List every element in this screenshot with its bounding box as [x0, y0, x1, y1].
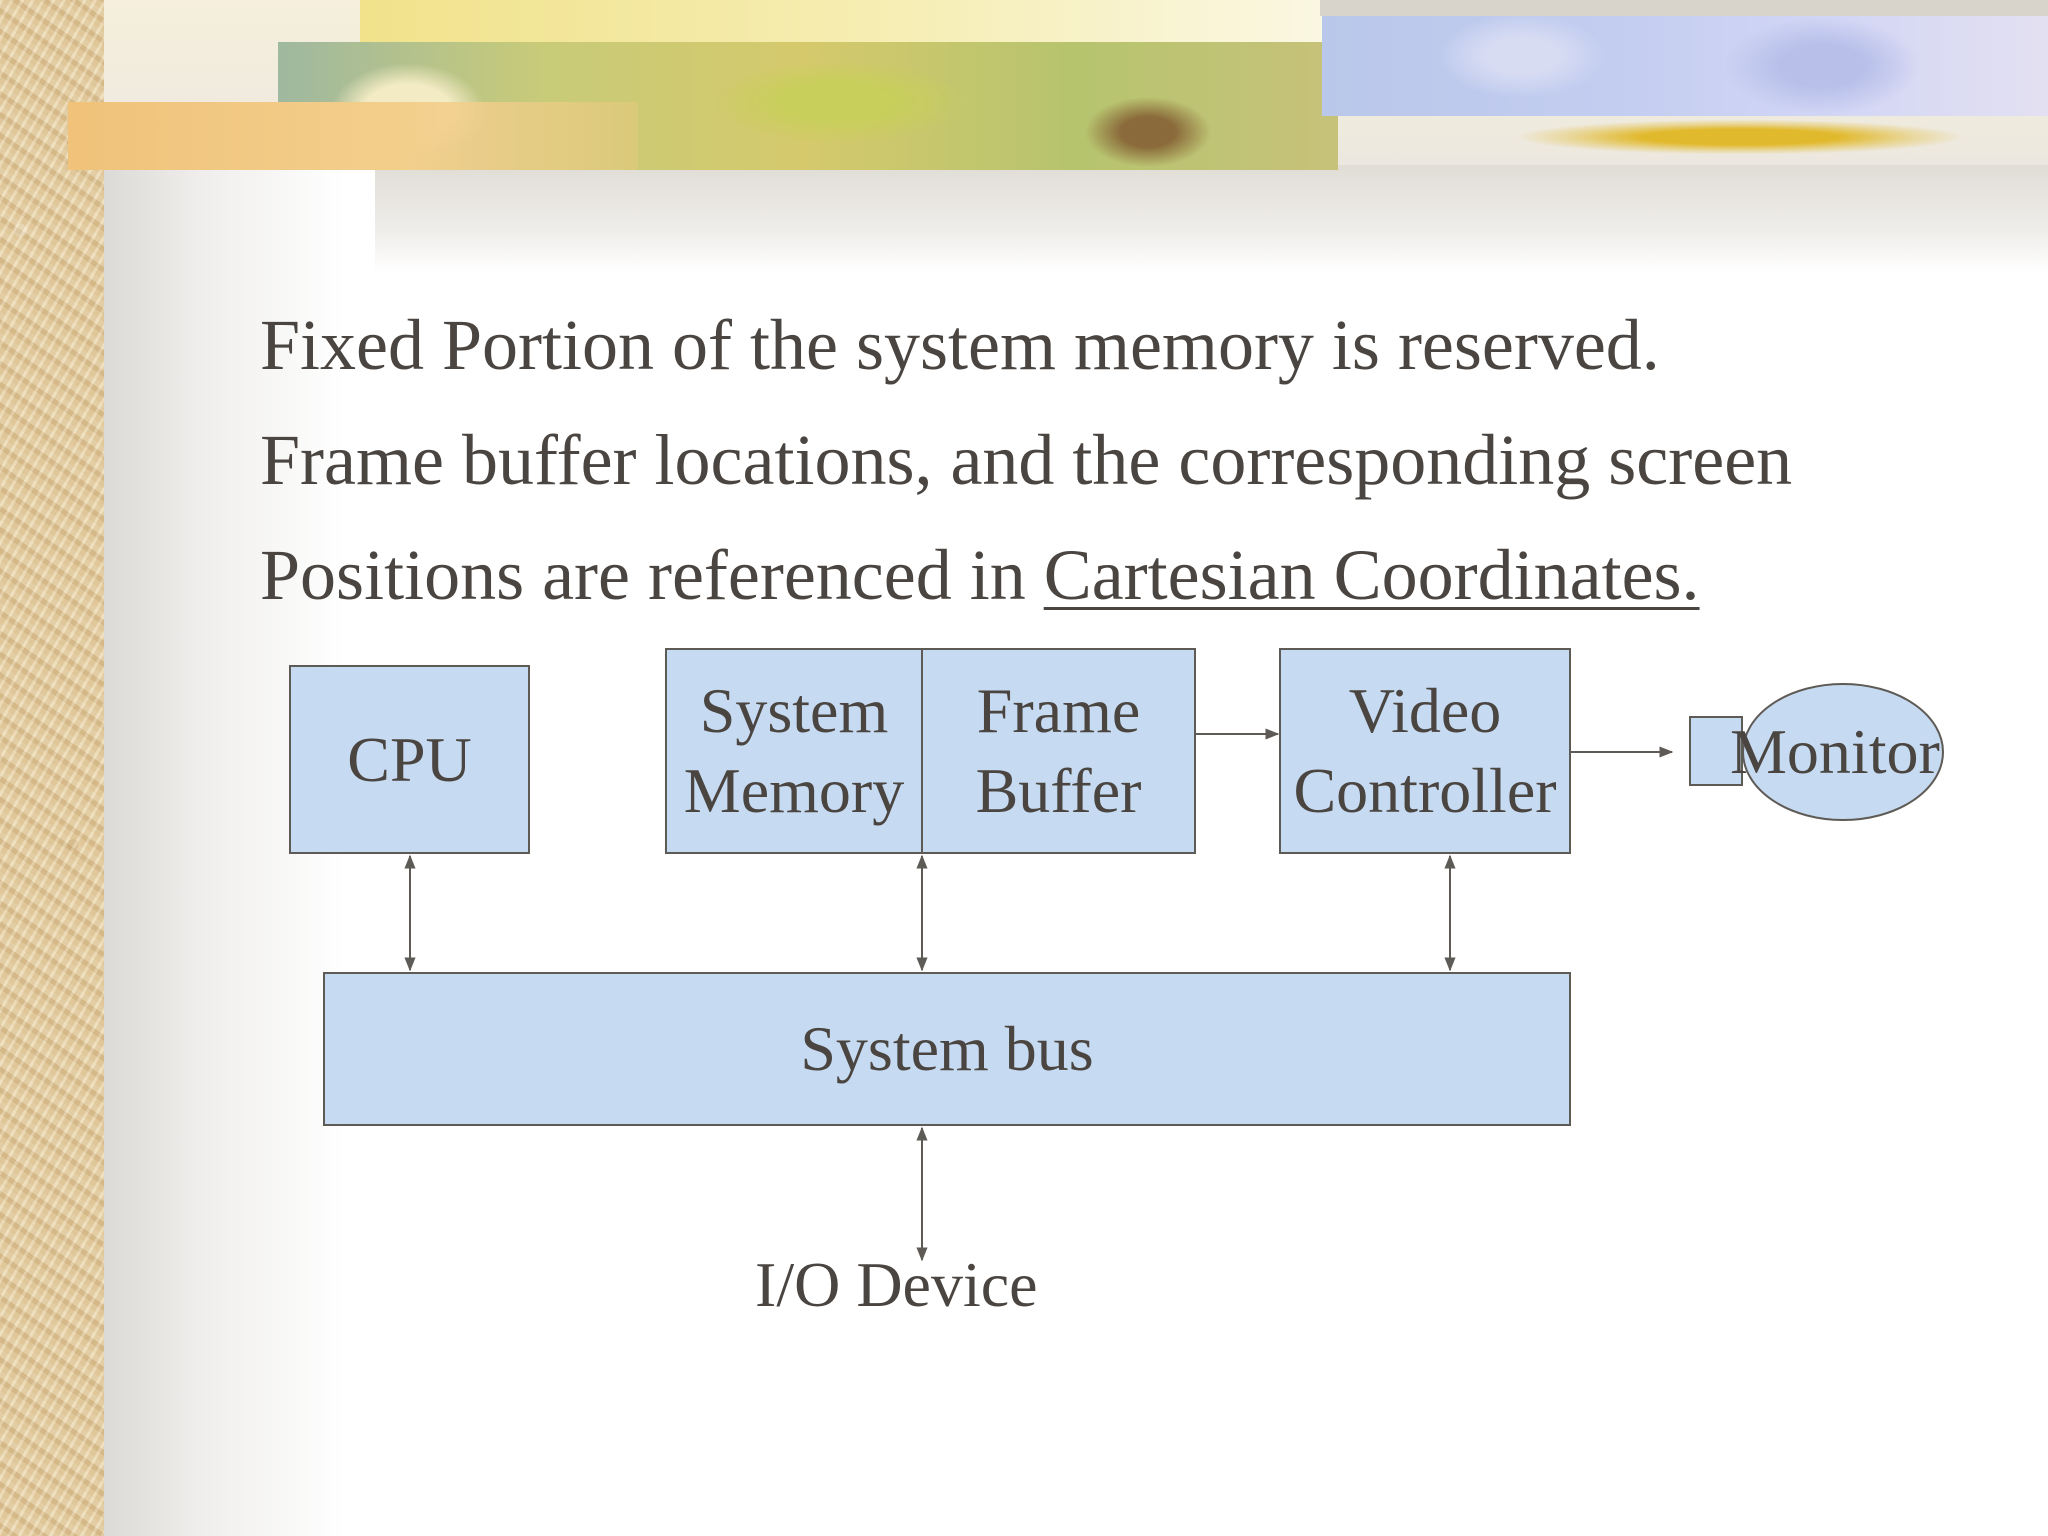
- banner-gold-leaves: [1460, 112, 2048, 162]
- frame-buffer-label-line1: Frame: [976, 675, 1141, 746]
- banner-yellow-strip: [360, 0, 1360, 45]
- system-memory-label-line1: System: [699, 675, 889, 746]
- monitor-label: Monitor: [1730, 716, 1940, 787]
- banner-orange-strip: [68, 102, 638, 170]
- video-controller-box: Video Controller: [1279, 648, 1571, 854]
- frame-buffer-box: Frame Buffer: [921, 648, 1196, 854]
- io-device-label: I/O Device: [755, 1249, 1038, 1320]
- video-controller-label-line1: Video: [1348, 675, 1502, 746]
- cpu-box: CPU: [289, 665, 530, 854]
- text-line-2: Frame buffer locations, and the correspo…: [260, 420, 1793, 500]
- system-bus-label: System bus: [800, 1013, 1094, 1084]
- slide-body-text: Fixed Portion of the system memory is re…: [260, 288, 1792, 633]
- text-line-1: Fixed Portion of the system memory is re…: [260, 305, 1660, 385]
- banner-blue-flowers: [1322, 16, 2048, 116]
- system-bus-box: System bus: [323, 972, 1571, 1126]
- banner-shadow: [375, 165, 2048, 273]
- video-controller-label-line2: Controller: [1293, 755, 1557, 826]
- banner-frame: [1320, 0, 2048, 16]
- frame-buffer-label-line2: Buffer: [975, 755, 1142, 826]
- text-line-3: Positions are referenced in Cartesian Co…: [260, 518, 1792, 633]
- cartesian-coordinates-link[interactable]: Cartesian Coordinates.: [1043, 535, 1700, 615]
- monitor-stand-shape: [1689, 716, 1743, 786]
- text-line-3-lead: Positions are referenced in: [260, 535, 1044, 615]
- system-memory-label-line2: Memory: [683, 755, 905, 826]
- system-memory-box: System Memory: [665, 648, 923, 854]
- parchment-strip: [0, 0, 104, 1536]
- cpu-label: CPU: [347, 723, 472, 795]
